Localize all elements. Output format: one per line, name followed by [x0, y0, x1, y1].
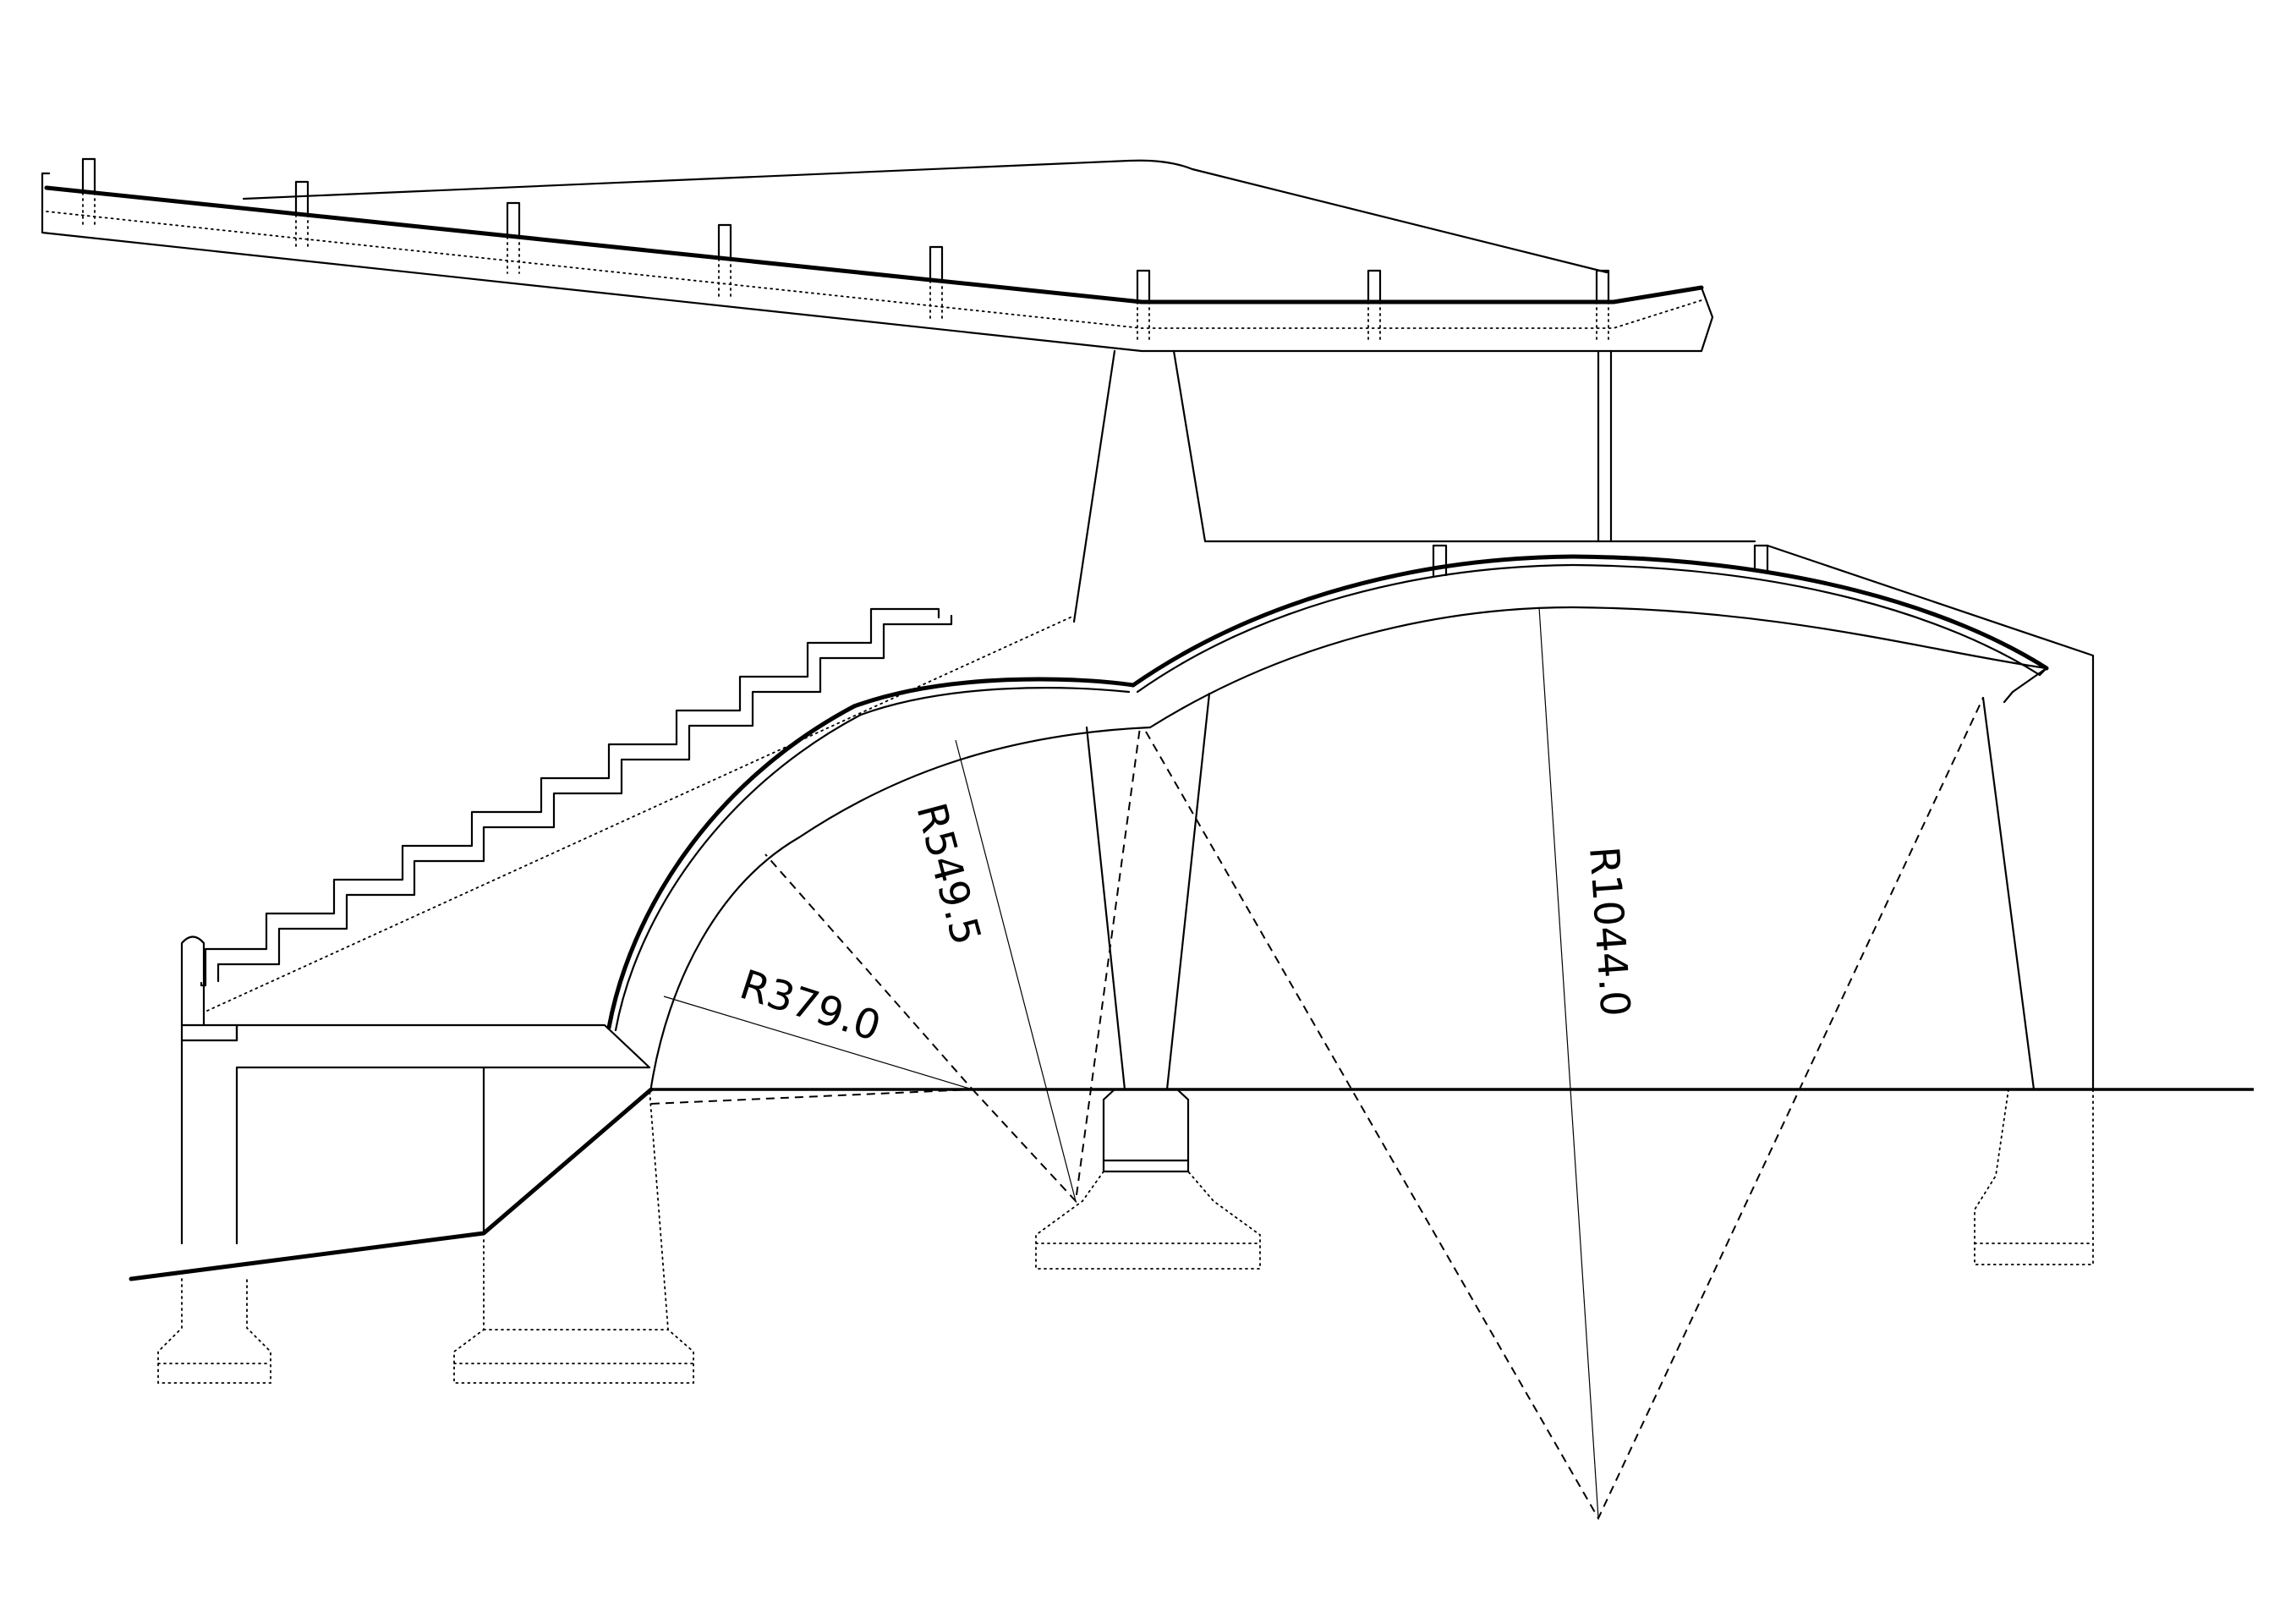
footing-left — [157, 1278, 271, 1384]
canopy-post — [81, 157, 96, 195]
arch-small-inner — [649, 726, 1152, 1089]
canopy-post — [294, 180, 310, 217]
leg — [1981, 696, 2036, 1091]
crown-post — [1432, 544, 1448, 577]
canopy-end-upstand — [41, 172, 51, 189]
canopy-hidden-line — [46, 211, 1702, 329]
ramp-upper — [482, 1088, 653, 1235]
crown-post — [1753, 544, 1769, 573]
left-substructure — [129, 1023, 654, 1281]
canopy-column — [1072, 349, 1116, 623]
leg — [1165, 692, 1211, 1091]
canopy-post — [1367, 269, 1382, 304]
canopy-post — [929, 245, 944, 283]
right-wall — [1766, 544, 2095, 1091]
radius-label-r549: R549.5 — [907, 798, 989, 950]
ramp — [129, 1087, 654, 1281]
radius-construction — [650, 853, 975, 1105]
footing-right — [1974, 1089, 2094, 1265]
canopy-structure — [41, 157, 1756, 623]
grandstand-steps — [180, 607, 1075, 1042]
radius-construction — [972, 727, 1141, 1204]
arch-end — [2003, 667, 2048, 704]
step-profile-inner — [216, 614, 953, 983]
pier-block — [1102, 1088, 1190, 1173]
left-parapet — [180, 935, 205, 1042]
canopy-tie — [242, 159, 1608, 274]
radius-line-r3 — [1538, 606, 1599, 1519]
construction-lines — [650, 606, 1984, 1521]
radius-label-r1044: R1044.0 — [1580, 845, 1639, 1018]
canopy-post — [506, 201, 521, 239]
step-profile — [200, 607, 940, 987]
canopy-posts — [81, 157, 1610, 304]
arch-large-outer-2 — [1136, 563, 2041, 694]
leg — [1085, 726, 1126, 1091]
dimension-labels: R379.0 R549.5 R1044.0 — [734, 798, 1639, 1051]
stair-hidden-line — [206, 615, 1075, 1012]
canopy-soffit — [41, 186, 1714, 353]
radius-line-r1 — [663, 996, 973, 1090]
arch-legs — [1085, 692, 2036, 1091]
arch-small-outer-2 — [614, 687, 1131, 1032]
arch-small-outer — [606, 677, 1136, 1030]
canopy-hidden-ribs — [82, 192, 1609, 343]
canopy-column — [1172, 349, 1756, 543]
floor-slab — [180, 1023, 651, 1245]
arch-large-inner — [1148, 606, 2048, 729]
radius-label-r379: R379.0 — [734, 961, 886, 1051]
canopy-top-deck — [44, 185, 1704, 304]
footings — [157, 1088, 2094, 1384]
radius-construction — [1145, 697, 1984, 1521]
canopy-post — [1136, 269, 1151, 304]
canopy-post — [1595, 269, 1610, 304]
canopy-post — [717, 223, 732, 261]
footing-center — [1035, 1171, 1261, 1270]
footing-mid — [453, 1089, 694, 1384]
arch-large-outer — [1131, 554, 2049, 688]
arch-shells — [606, 544, 2095, 1091]
radius-line-r2 — [955, 739, 1077, 1202]
